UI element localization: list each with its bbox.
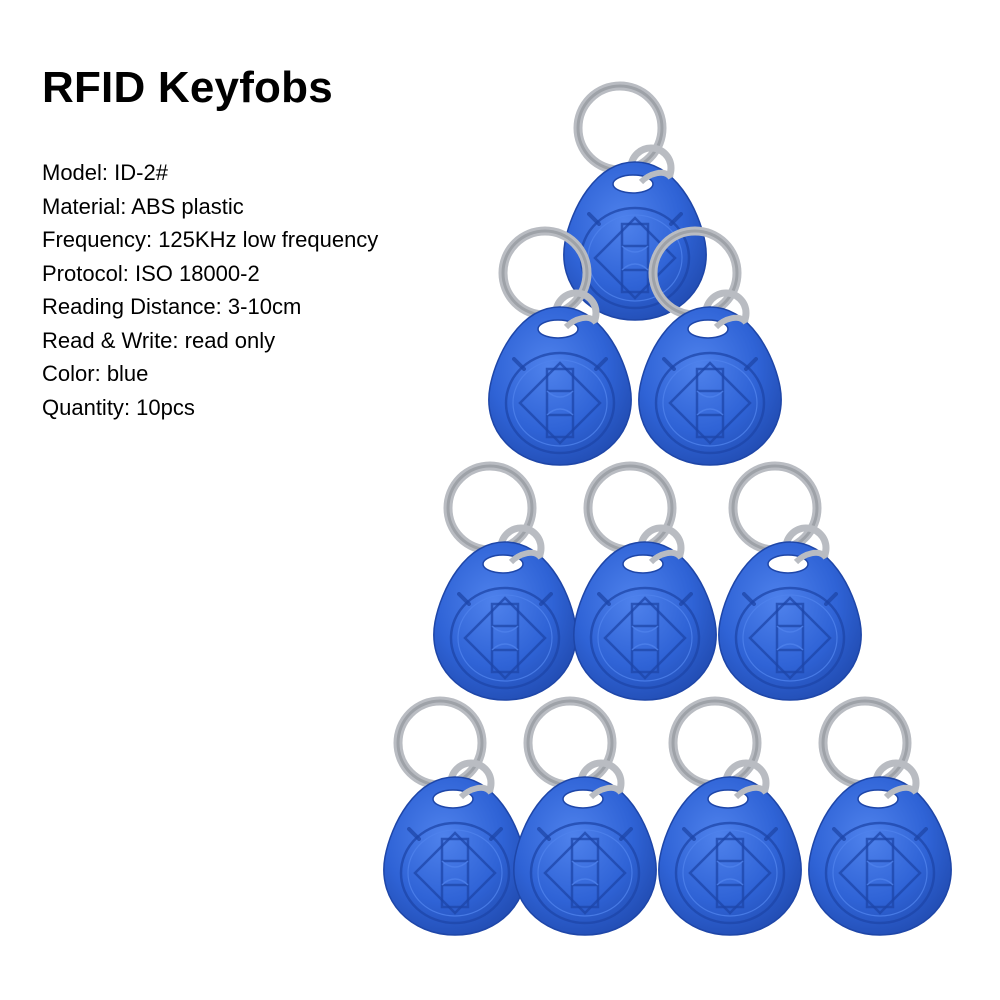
spec-quantity: Quantity: 10pcs (42, 394, 195, 420)
spec-value: 10pcs (136, 394, 195, 420)
spec-label: Quantity (42, 394, 124, 420)
spec-list: Model: ID-2# Material: ABS plastic Frequ… (42, 156, 378, 424)
rfid-keyfob-5 (574, 466, 716, 700)
spec-frequency: Frequency: 125KHz low frequency (42, 227, 379, 252)
spec-value: ID-2# (114, 160, 168, 185)
spec-label: Frequency (42, 227, 146, 252)
product-title: RFID Keyfobs (42, 63, 333, 112)
spec-label: Reading Distance (42, 294, 216, 319)
spec-material: Material: ABS plastic (42, 193, 244, 219)
rfid-keyfob-7 (384, 701, 526, 935)
spec-label: Model (42, 160, 102, 185)
rfid-keyfob-8 (514, 701, 656, 935)
rfid-keyfob-6 (719, 466, 861, 700)
rfid-keyfob-9 (659, 701, 801, 935)
spec-label: Read & Write (42, 327, 173, 353)
spec-value: 3-10cm (227, 294, 302, 319)
spec-value: blue (106, 361, 149, 386)
spec-label: Color (42, 361, 95, 386)
spec-label: Material (42, 193, 121, 219)
spec-value: ISO 18000-2 (134, 260, 260, 286)
rfid-keyfob-4 (434, 466, 576, 700)
spec-value: 125KHz low frequency (158, 227, 379, 252)
spec-value: read only (184, 327, 276, 353)
spec-label: Protocol (42, 260, 123, 286)
spec-reading-distance: Reading Distance: 3-10cm (42, 294, 302, 319)
spec-model: Model: ID-2# (42, 160, 168, 185)
spec-read-write: Read & Write: read only (42, 327, 276, 353)
spec-protocol: Protocol: ISO 18000-2 (42, 260, 260, 286)
rfid-keyfob-10 (809, 701, 951, 935)
keyfob-group (384, 86, 951, 935)
spec-color: Color: blue (42, 361, 149, 386)
spec-value: ABS plastic (131, 193, 244, 219)
